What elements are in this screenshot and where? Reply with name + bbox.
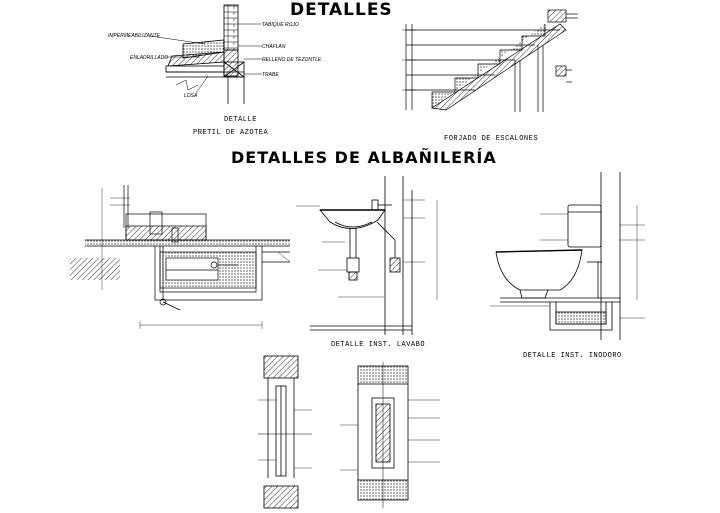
detail-ventana-cancel (340, 362, 440, 508)
caption-lavabo: DETALLE INST. LAVABO (331, 341, 426, 349)
caption-inodoro: DETALLE INST. INODORO (523, 352, 622, 360)
note-relleno: RELLENO DE TEZONTLE (262, 57, 322, 63)
caption-azotea-line1: DETALLE (224, 116, 257, 124)
section-title: DETALLES DE ALBAÑILERÍA (231, 148, 497, 167)
note-chaflan: CHAFLAN (262, 44, 286, 50)
detail-forjado-escalones (402, 9, 578, 112)
detail-inst-lavabo (296, 176, 438, 335)
note-trabe: TRABE (262, 72, 279, 78)
detail-pretil-azotea (149, 4, 262, 104)
note-tabique: TABIQUE ROJO (262, 22, 299, 28)
detail-muro-marco (258, 355, 312, 509)
caption-azotea-line2: PRETIL DE AZOTEA (193, 129, 269, 137)
note-losa: LOSA (184, 93, 198, 99)
detail-inst-inodoro (490, 172, 645, 340)
caption-escalones: FORJADO DE ESCALONES (444, 135, 539, 143)
note-enladrillado: ENLADRILLADO (130, 55, 169, 61)
main-title: DETALLES (290, 0, 393, 20)
detail-instalacion-registro (70, 185, 291, 329)
note-impermeabilizante: IMPERMEABILIZANTE (108, 33, 160, 39)
